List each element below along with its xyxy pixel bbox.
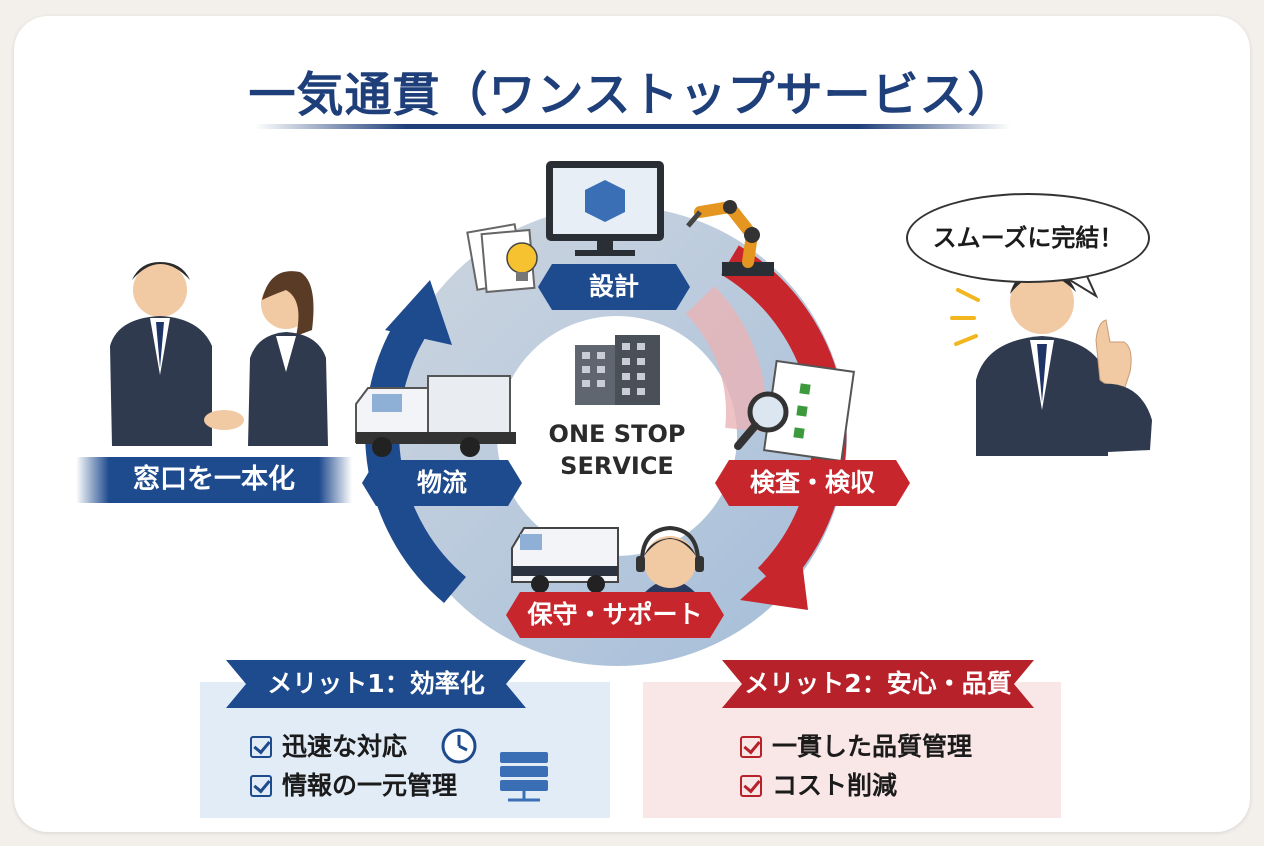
merit-1-item-2-label: 情報の一元管理	[282, 771, 458, 800]
merit-1-title: メリット1：効率化	[226, 660, 526, 708]
checkbox-icon	[740, 736, 762, 758]
merit-2-title: メリット2：安心・品質	[722, 660, 1034, 708]
stage-inspection: 検査・検収	[715, 460, 910, 506]
stage-maintenance: 保守・サポート	[506, 592, 724, 638]
merit-1-item-1: 迅速な対応	[250, 730, 407, 764]
center-circle	[517, 336, 717, 536]
speech-bubble-text: スムーズに完結！	[932, 224, 1124, 252]
checkbox-icon	[250, 736, 272, 758]
merit-2-item-2-label: コスト削減	[772, 771, 898, 800]
robot-arm-icon	[686, 200, 774, 276]
businesspeople-handshake-illustration	[110, 262, 328, 446]
building-icon	[575, 335, 660, 405]
merit-2-item-2: コスト削減	[740, 769, 897, 803]
page-title: 一気通貫（ワンストップサービス）	[248, 68, 1016, 123]
blue-arrowhead	[385, 280, 452, 345]
merit-1-item-1-label: 迅速な対応	[282, 732, 408, 761]
center-label: ONE STOP SERVICE	[517, 418, 717, 482]
center-label-line1: ONE STOP	[548, 420, 686, 448]
monitor-icon	[546, 161, 664, 256]
speech-bubble	[906, 193, 1150, 283]
merit-2-item-1-label: 一貫した品質管理	[772, 732, 973, 761]
magnifier-icon	[734, 391, 789, 450]
title-underline	[255, 124, 1010, 129]
red-inner-arc	[685, 285, 766, 433]
stage-design: 設計	[538, 264, 690, 310]
checkbox-icon	[740, 775, 762, 797]
checklist-icon	[762, 359, 856, 463]
single-contact-ribbon: 窓口を一本化	[76, 457, 352, 503]
merit-2-item-1: 一貫した品質管理	[740, 730, 972, 764]
truck-icon	[355, 375, 516, 457]
van-icon	[511, 527, 619, 593]
red-arrowhead	[740, 545, 808, 610]
center-label-line2: SERVICE	[560, 452, 674, 480]
lightbulb-icon	[506, 242, 538, 281]
stage-logistics: 物流	[362, 460, 522, 506]
thumbs-up-man-illustration	[950, 268, 1152, 456]
checkbox-icon	[250, 775, 272, 797]
merit-1-item-2: 情報の一元管理	[250, 769, 457, 803]
